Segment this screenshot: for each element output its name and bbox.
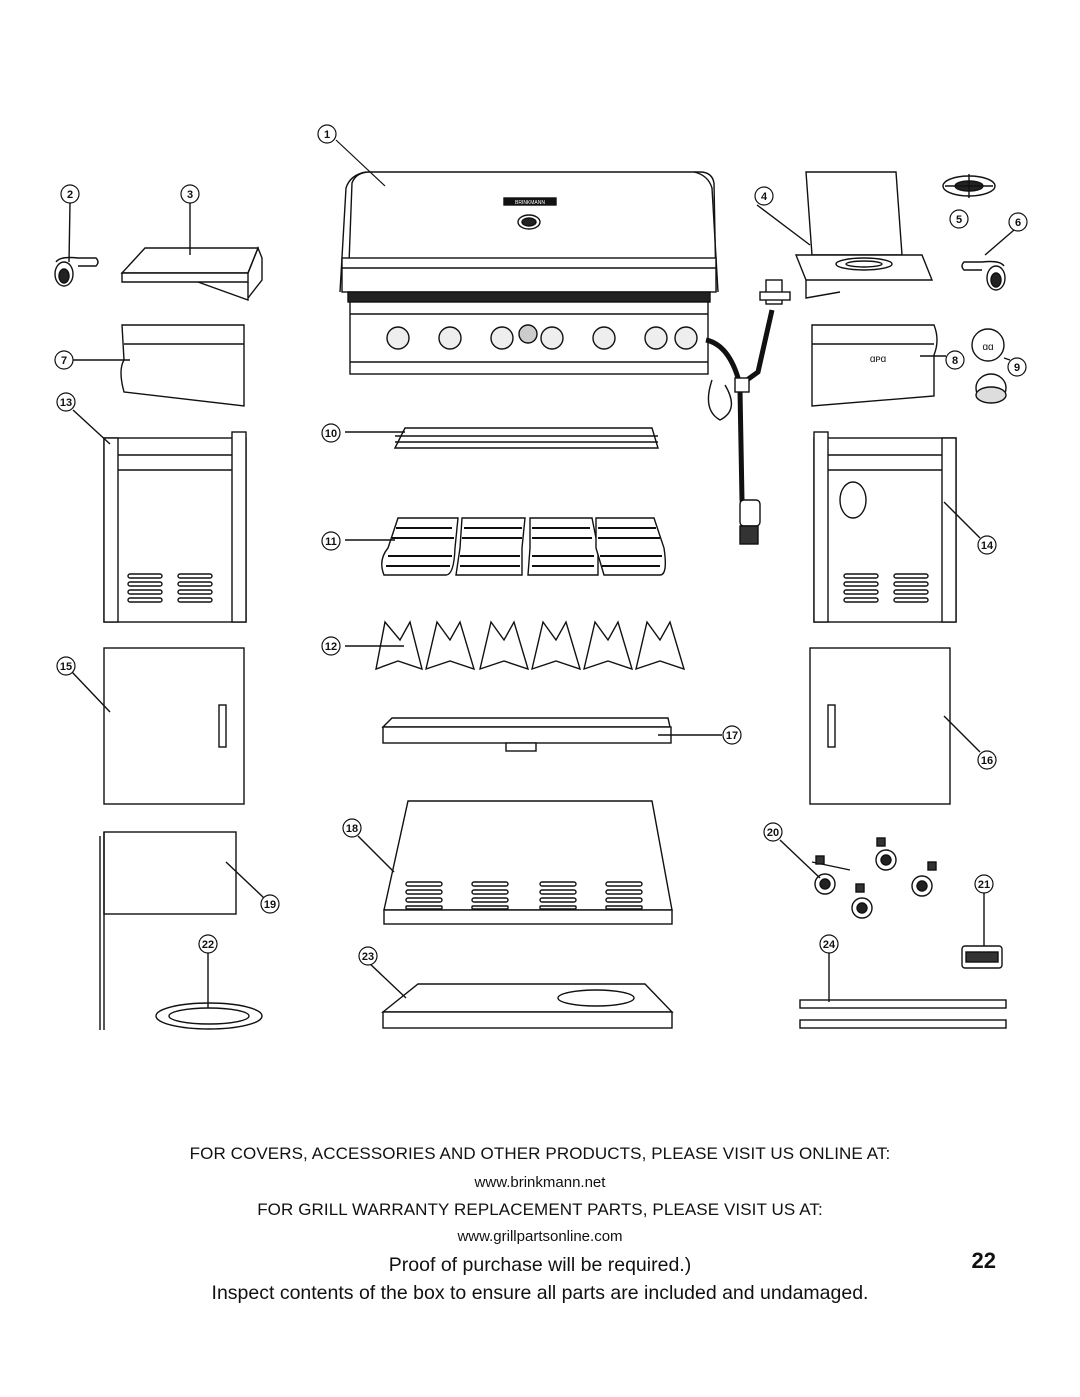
callout-24: 24 — [819, 934, 839, 954]
callout-15: 15 — [56, 656, 76, 676]
part-drip-tray — [381, 717, 722, 752]
callout-21: 21 — [974, 874, 994, 894]
svg-text:15: 15 — [60, 661, 72, 673]
svg-text:24: 24 — [823, 939, 836, 951]
part-ignitor-module — [961, 892, 1003, 969]
part-back-panel — [99, 831, 265, 1030]
svg-text:21: 21 — [978, 879, 990, 891]
svg-text:3: 3 — [187, 189, 193, 201]
footer-proof-text: Proof of purchase will be required.) — [388, 1254, 692, 1276]
svg-text:ɑɑ: ɑɑ — [982, 342, 993, 353]
part-burner-grate — [942, 174, 996, 198]
part-warming-rack — [345, 427, 659, 449]
callout-14: 14 — [977, 535, 997, 555]
part-control-panel-right: ɑᴘɑ — [811, 324, 946, 407]
svg-text:19: 19 — [264, 899, 276, 911]
part-ignitor-left — [54, 202, 99, 287]
part-cabinet-right — [813, 431, 981, 623]
callout-10: 10 — [321, 423, 341, 443]
part-support-brackets — [799, 952, 1007, 1029]
svg-text:18: 18 — [346, 823, 358, 835]
callout-23: 23 — [358, 946, 378, 966]
callout-20: 20 — [763, 822, 783, 842]
callout-4: 4 — [754, 186, 774, 206]
footer-grillparts-url[interactable]: www.grillpartsonline.com — [457, 1228, 623, 1245]
part-side-shelf — [120, 203, 263, 301]
callout-8: 8 — [945, 350, 965, 370]
page-number: 22 — [971, 1248, 996, 1273]
part-counter-plate — [367, 961, 674, 1029]
grill-logo-text: BRINKMANN — [515, 200, 545, 206]
svg-text:11: 11 — [325, 536, 337, 548]
callout-17: 17 — [722, 725, 742, 745]
part-ignitor-right — [961, 229, 1015, 291]
part-casters — [779, 837, 937, 919]
callout-18: 18 — [342, 818, 362, 838]
footer-warranty-text: FOR GRILL WARRANTY REPLACEMENT PARTS, PL… — [257, 1200, 823, 1219]
callout-6: 6 — [1008, 212, 1028, 232]
part-heat-tents — [345, 620, 686, 671]
part-side-burner — [756, 171, 934, 299]
callout-1: 1 — [317, 124, 337, 144]
part-grease-ring — [155, 952, 263, 1030]
footer-covers-text: FOR COVERS, ACCESSORIES AND OTHER PRODUC… — [189, 1144, 891, 1163]
svg-text:20: 20 — [767, 827, 779, 839]
svg-text:7: 7 — [61, 355, 67, 367]
svg-text:14: 14 — [981, 540, 994, 552]
svg-text:12: 12 — [325, 641, 337, 653]
part-knob: ɑɑ — [971, 328, 1011, 404]
callout-11: 11 — [321, 531, 341, 551]
callout-9: 9 — [1007, 357, 1027, 377]
svg-text:4: 4 — [761, 191, 768, 203]
callout-2: 2 — [60, 184, 80, 204]
callout-19: 19 — [260, 894, 280, 914]
part-bottom-panel — [357, 800, 673, 925]
callout-3: 3 — [180, 184, 200, 204]
footer-inspect-text: Inspect contents of the box to ensure al… — [211, 1282, 869, 1304]
svg-text:1: 1 — [324, 129, 330, 141]
svg-text:10: 10 — [325, 428, 337, 440]
footer-brinkmann-url[interactable]: www.brinkmann.net — [474, 1174, 606, 1191]
part-grill-head: BRINKMANN — [339, 171, 719, 375]
part-control-panel-left — [73, 324, 245, 407]
callout-13: 13 — [56, 392, 76, 412]
svg-text:ɑᴘɑ: ɑᴘɑ — [870, 354, 886, 365]
svg-text:17: 17 — [726, 730, 738, 742]
svg-text:2: 2 — [67, 189, 73, 201]
grill-parts-diagram: BRINKMANN — [54, 124, 1028, 1030]
part-door-right — [809, 647, 981, 805]
callout-numbers: 1 2 3 4 5 6 7 8 9 10 11 12 13 14 15 16 1… — [54, 124, 1028, 966]
svg-text:8: 8 — [952, 355, 958, 367]
svg-text:5: 5 — [956, 214, 962, 226]
part-gas-hose — [705, 279, 791, 545]
callout-5: 5 — [949, 209, 969, 229]
part-cabinet-left — [72, 409, 247, 623]
callout-16: 16 — [977, 750, 997, 770]
callout-22: 22 — [198, 934, 218, 954]
svg-text:23: 23 — [362, 951, 374, 963]
callout-12: 12 — [321, 636, 341, 656]
callout-7: 7 — [54, 350, 74, 370]
svg-text:9: 9 — [1014, 362, 1020, 374]
svg-text:22: 22 — [202, 939, 214, 951]
svg-text:16: 16 — [981, 755, 993, 767]
part-door-left — [71, 647, 245, 805]
svg-text:6: 6 — [1015, 217, 1021, 229]
part-cooking-grids — [345, 517, 667, 576]
svg-text:13: 13 — [60, 397, 72, 409]
